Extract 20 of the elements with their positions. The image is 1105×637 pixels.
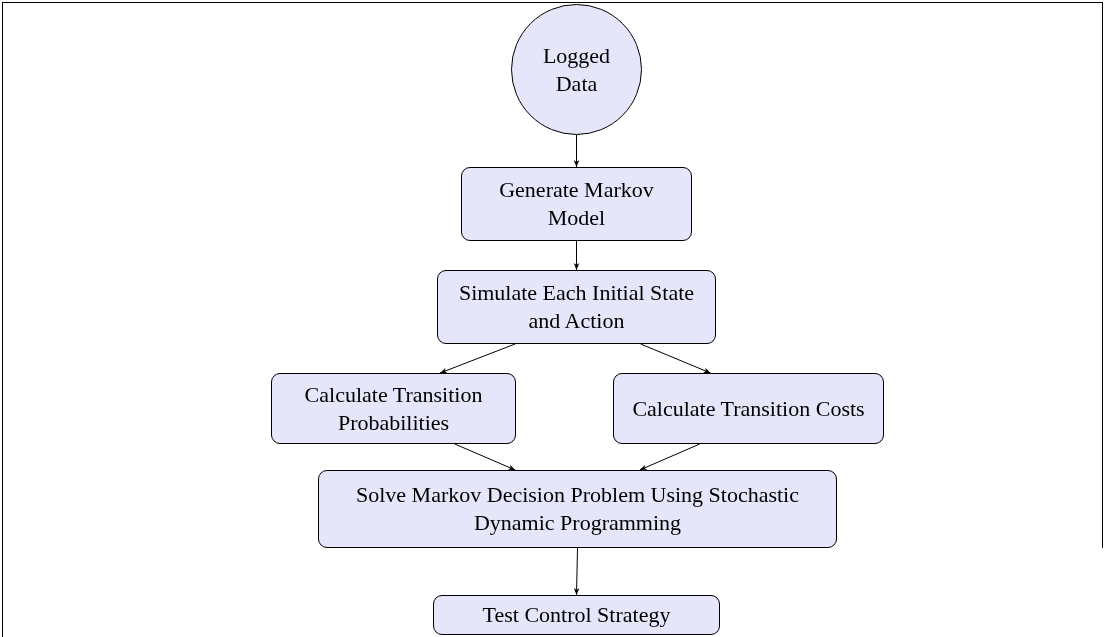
arrow xyxy=(439,343,516,374)
node-label: Calculate Transition Probabilities xyxy=(303,380,484,437)
process-box xyxy=(271,373,516,444)
process-box xyxy=(461,167,692,241)
node-label: Simulate Each Initial State and Action xyxy=(457,279,696,335)
process-box xyxy=(437,270,716,344)
node-label: Solve Markov Decision Problem Using Stochastic Dynamic Programming xyxy=(355,481,800,537)
process-box xyxy=(433,595,720,635)
node-label: Generate Markov Model xyxy=(498,176,655,232)
process-box xyxy=(613,373,884,444)
node-label: Logged Data xyxy=(541,41,612,98)
arrow xyxy=(573,134,580,168)
arrow xyxy=(573,240,580,271)
arrow xyxy=(639,443,701,471)
process-box xyxy=(318,470,837,548)
node-label: Test Control Strategy xyxy=(482,601,671,629)
arrow xyxy=(640,343,712,374)
arrow xyxy=(454,443,516,471)
arrow xyxy=(573,547,580,596)
node-label: Calculate Transition Costs xyxy=(632,394,865,423)
